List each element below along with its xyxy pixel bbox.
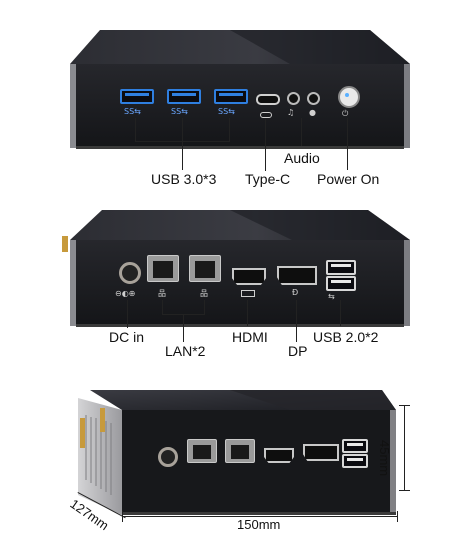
displayport-port bbox=[277, 266, 317, 285]
callout-line bbox=[182, 118, 183, 170]
typec-icon bbox=[260, 112, 272, 118]
power-icon: ⏻ bbox=[342, 109, 349, 118]
mic-jack bbox=[307, 92, 320, 105]
front-panel-view bbox=[60, 14, 422, 154]
callout-line bbox=[162, 300, 163, 314]
callout-line bbox=[204, 300, 205, 314]
callout-line bbox=[340, 300, 341, 326]
mic-icon: ● bbox=[309, 108, 316, 117]
callout-line bbox=[135, 118, 136, 142]
callout-line bbox=[183, 314, 184, 342]
callout-line bbox=[135, 141, 230, 142]
headphone-jack bbox=[287, 92, 300, 105]
label-dp: DP bbox=[288, 343, 308, 359]
lan-port-2 bbox=[189, 255, 221, 282]
usb3-port-3 bbox=[214, 89, 248, 104]
dp-icon: Ð bbox=[292, 288, 299, 297]
height-tick-top bbox=[399, 405, 410, 406]
iso-lan-port-2 bbox=[225, 439, 255, 463]
iso-usb2-port-1 bbox=[342, 439, 368, 453]
iso-hdmi-port bbox=[264, 448, 294, 463]
usb3-logo-1: SS⇆ bbox=[124, 107, 141, 116]
hdmi-port bbox=[232, 268, 266, 285]
lan-port-1 bbox=[147, 255, 179, 282]
headphone-icon: ♫ bbox=[287, 108, 295, 117]
label-power-on: Power On bbox=[317, 171, 380, 187]
label-audio: Audio bbox=[284, 150, 320, 166]
power-button bbox=[338, 86, 360, 108]
usb3-logo-2: SS⇆ bbox=[171, 107, 188, 116]
width-tick-right bbox=[397, 511, 398, 522]
front-case-illustration bbox=[70, 30, 410, 149]
usb2-icon: ⇆ bbox=[328, 292, 335, 301]
callout-line bbox=[296, 300, 297, 342]
label-dc-in: DC in bbox=[109, 329, 145, 345]
label-usb20: USB 2.0*2 bbox=[313, 329, 379, 345]
power-led bbox=[345, 93, 349, 97]
dc-in-jack bbox=[119, 262, 141, 284]
iso-dp-port bbox=[303, 444, 339, 461]
width-dimension-label: 150mm bbox=[237, 517, 281, 532]
height-dimension-label: 45mm bbox=[377, 440, 392, 477]
callout-line bbox=[265, 119, 266, 171]
iso-dc-in-jack bbox=[158, 447, 178, 467]
callout-line bbox=[247, 300, 248, 326]
usb3-port-1 bbox=[120, 89, 154, 104]
callout-line bbox=[301, 118, 302, 146]
rear-case-illustration bbox=[62, 210, 410, 327]
lan-icon-2: 品 bbox=[200, 289, 208, 298]
typec-port bbox=[256, 94, 280, 105]
callout-line bbox=[347, 118, 348, 170]
hdmi-icon bbox=[241, 290, 255, 297]
label-lan: LAN*2 bbox=[165, 343, 206, 359]
iso-usb2-port-2 bbox=[342, 454, 368, 468]
callout-line bbox=[127, 300, 128, 328]
label-hdmi: HDMI bbox=[232, 329, 268, 345]
usb2-port-2 bbox=[326, 276, 356, 291]
height-tick-bottom bbox=[399, 490, 410, 491]
dc-polarity-icon: ⊖◐⊕ bbox=[115, 289, 136, 298]
height-dimension-line bbox=[404, 405, 405, 490]
rear-panel-view bbox=[60, 196, 422, 334]
label-usb30: USB 3.0*3 bbox=[151, 171, 217, 187]
lan-icon-1: 品 bbox=[158, 289, 166, 298]
usb2-port-1 bbox=[326, 260, 356, 275]
usb3-port-2 bbox=[167, 89, 201, 104]
iso-lan-port-1 bbox=[187, 439, 217, 463]
usb3-logo-3: SS⇆ bbox=[218, 107, 235, 116]
label-typec: Type-C bbox=[245, 171, 291, 187]
callout-line bbox=[229, 118, 230, 142]
width-dimension-line bbox=[122, 516, 398, 517]
